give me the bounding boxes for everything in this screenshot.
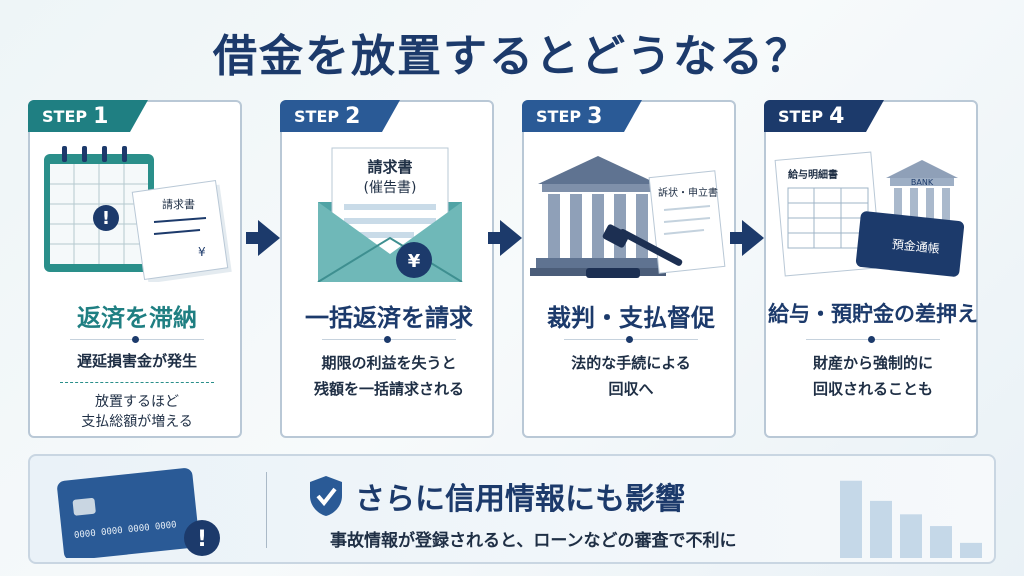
warning-icon: ! (184, 520, 220, 556)
step-2-badge: STEP 2 (280, 100, 400, 132)
svg-text:¥: ¥ (198, 245, 206, 259)
svg-text:BANK: BANK (911, 178, 934, 187)
svg-text:!: ! (102, 208, 110, 229)
complaint-document-icon: 訴状・申立書 (648, 170, 726, 274)
credit-card-illustration: 0000 0000 0000 0000 ! (57, 468, 220, 558)
step-3-heading: 裁判・支払督促 (547, 304, 715, 332)
divider (524, 334, 738, 344)
decor-bar (930, 526, 952, 558)
step-4-description-1: 財産から強制的に (812, 354, 933, 372)
step-1-heading: 返済を滞納 (77, 304, 197, 332)
calendar-icon: ! (44, 146, 154, 272)
step-1-card: STEP 1 ! 請求書 ¥ 返済を滞納 (28, 100, 242, 438)
decor-bar (900, 514, 922, 558)
step-1-description: 遅延損害金が発生 (76, 352, 197, 370)
shield-check-icon (310, 476, 342, 516)
svg-text:預金通帳: 預金通帳 (891, 236, 940, 256)
banner-description: 事故情報が登録されると、ローンなどの審査で不利に (330, 531, 737, 551)
arrow-right-icon (488, 220, 522, 256)
step-4-description-2: 回収されることも (812, 380, 933, 398)
step-2-heading: 一括返済を請求 (305, 304, 473, 332)
divider (766, 334, 980, 344)
step-2-description-1: 期限の利益を失うと (321, 354, 457, 372)
payslip-bank-illustration: 給与明細書 BANK 預金通帳 (774, 151, 965, 277)
banner-heading: さらに信用情報にも影響 (355, 482, 685, 517)
svg-text:!: ! (197, 527, 207, 552)
svg-text:(催告書): (催告書) (364, 180, 417, 196)
arrow-right-icon (730, 220, 764, 256)
courthouse-icon (530, 156, 666, 276)
svg-text:訴状・申立書: 訴状・申立書 (658, 186, 718, 199)
decor-bar (870, 500, 892, 558)
credit-card-icon: 0000 0000 0000 0000 (57, 468, 200, 558)
decor-bar (840, 480, 862, 558)
svg-text:請求書: 請求書 (162, 197, 195, 211)
page-title: 借金を放置するとどうなる？ (213, 31, 811, 82)
envelope-icon: 請求書 (催告書) (317, 147, 463, 282)
decor-bar (960, 542, 982, 558)
declining-bar-graphic (840, 480, 982, 558)
invoice-icon: 請求書 ¥ (131, 180, 232, 282)
gavel-icon (586, 224, 683, 278)
envelope-illustration: 請求書 (催告書) ¥ (317, 147, 463, 282)
vertical-divider (266, 472, 267, 548)
svg-text:請求書: 請求書 (367, 158, 412, 176)
step-4-card: STEP 4 給与明細書 BANK 預金通帳 給与・預貯金の差押え 財産から強制… (764, 100, 978, 438)
step-4-heading: 給与・預貯金の差押え (768, 302, 978, 326)
credit-info-banner: 0000 0000 0000 0000 ! さらに信用情報にも影響 事故情報が登… (28, 454, 996, 564)
step-2-description-2: 残額を一括請求される (313, 380, 464, 398)
svg-text:¥: ¥ (408, 251, 421, 272)
step-2-card: STEP 2 請求書 (催告書) ¥ 一括返済を請求 期限の利益を失うと 残額を… (280, 100, 494, 438)
step-1-badge: STEP 1 (28, 100, 148, 132)
calendar-invoice-illustration: ! 請求書 ¥ (44, 146, 232, 282)
dashed-divider (60, 382, 214, 383)
step-3-card: STEP 3 訴状・申立書 裁判・支払督促 法的な手続による 回収へ (522, 100, 736, 438)
step-1-note-1: 放置するほど (95, 394, 179, 410)
step-1-note-2: 支払総額が増える (81, 414, 193, 430)
divider (282, 334, 496, 344)
step-3-description-1: 法的な手続による (571, 354, 691, 372)
courthouse-illustration: 訴状・申立書 (530, 156, 726, 278)
payslip-icon: 給与明細書 (774, 151, 882, 277)
step-3-badge: STEP 3 (522, 100, 642, 132)
yen-coin-icon: ¥ (396, 242, 432, 278)
divider (30, 334, 244, 344)
bankbook-icon: 預金通帳 (855, 211, 965, 277)
svg-text:給与明細書: 給与明細書 (788, 168, 838, 181)
step-3-description-2: 回収へ (608, 380, 654, 398)
arrow-right-icon (246, 220, 280, 256)
step-4-badge: STEP 4 (764, 100, 884, 132)
